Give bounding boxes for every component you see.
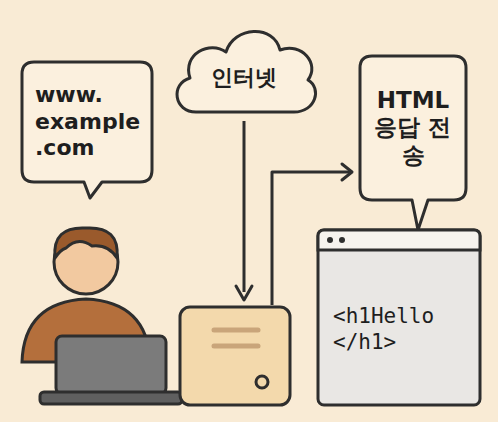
browser-frame xyxy=(318,230,480,405)
cloud-shape-outline xyxy=(177,31,316,112)
speech-bubble: www. example .com xyxy=(22,62,152,182)
node-label: www. example .com xyxy=(35,82,139,161)
text-holder: www. example .com xyxy=(35,82,139,161)
person-hair xyxy=(55,228,117,258)
text-holder: HTML 응답 전송 xyxy=(370,87,456,170)
node-label: HTML 응답 전송 xyxy=(370,87,456,170)
browser-window: <h1Hello </h1> xyxy=(318,230,480,405)
node-label: 인터넷 xyxy=(184,65,304,91)
window-dot xyxy=(327,237,333,243)
speech-bubble-outline xyxy=(360,56,466,230)
node-label: <h1Hello </h1> xyxy=(333,304,465,354)
window-dot xyxy=(339,237,345,243)
arrow-head xyxy=(236,286,252,300)
request-arrow xyxy=(243,121,246,292)
cloud-shape: 인터넷 xyxy=(168,22,320,118)
speech-bubble: HTML 응답 전송 xyxy=(360,56,466,200)
text-holder: <h1Hello </h1> xyxy=(333,304,465,354)
laptop-screen xyxy=(56,336,166,394)
server-box xyxy=(180,307,290,405)
server-slot xyxy=(214,344,258,349)
speech-bubble-outline xyxy=(22,62,152,198)
browser-titlebar xyxy=(318,230,480,250)
server-slot xyxy=(214,328,258,333)
laptop-base xyxy=(40,392,182,404)
arrow-head xyxy=(342,164,352,180)
server-light xyxy=(256,376,268,388)
text-holder: 인터넷 xyxy=(184,65,304,91)
